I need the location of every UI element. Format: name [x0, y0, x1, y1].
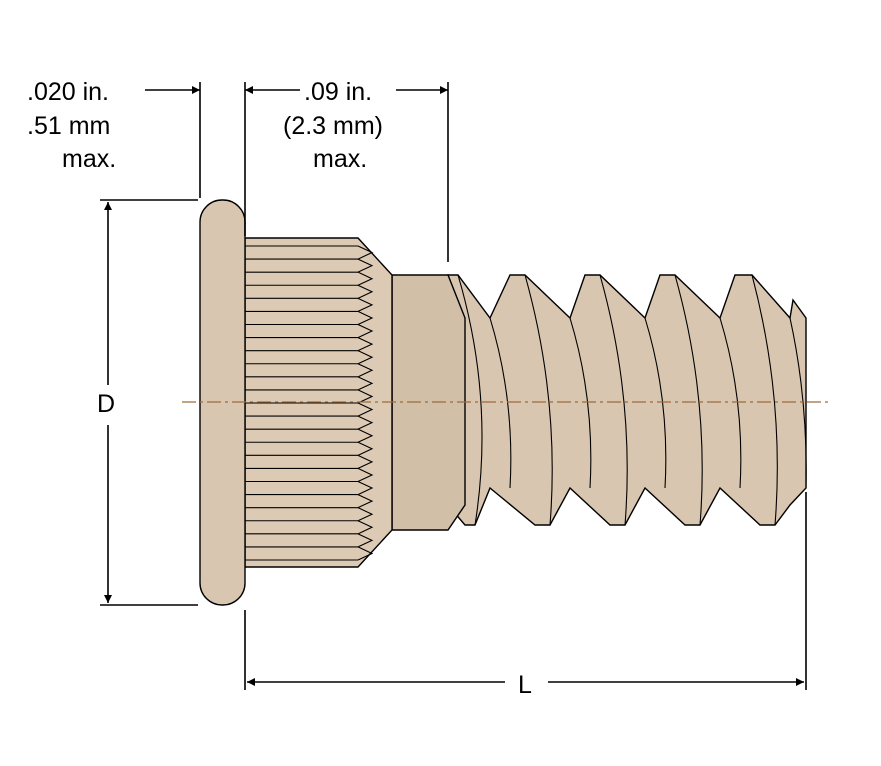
knurl-teeth: [245, 245, 374, 561]
knurl-tooth-tip: [357, 481, 374, 496]
knurl-tooth-tip: [357, 467, 374, 482]
knurl-tooth-tip: [357, 428, 374, 443]
head-thickness-imperial: .020 in.: [27, 78, 109, 106]
knurl-tooth-tip: [357, 363, 374, 378]
knurl-tooth-tip: [357, 507, 374, 522]
length-label: L: [518, 671, 532, 699]
knurl-tooth-tip: [357, 441, 374, 456]
knurl-tooth-tip: [357, 271, 374, 286]
knurl-tooth-tip: [357, 297, 374, 312]
knurl-tooth-tip: [357, 520, 374, 535]
diameter-dimension: D: [97, 202, 115, 603]
extension-lines: [100, 82, 807, 690]
knurl-tooth-tip: [357, 284, 374, 299]
knurl-tooth-tip: [357, 258, 374, 273]
knurl-tooth-tip: [357, 310, 374, 325]
knurl-tooth-tip: [357, 402, 374, 417]
shank-length-metric: (2.3 mm): [283, 112, 383, 140]
knurl-tooth-tip: [357, 337, 374, 352]
head-thickness-metric: .51 mm: [27, 112, 110, 140]
knurl-tooth-tip: [357, 546, 374, 561]
knurl-tooth-tip: [357, 324, 374, 339]
knurl-tooth-tip: [357, 454, 374, 469]
head-thickness-qualifier: max.: [62, 145, 116, 173]
diameter-label: D: [97, 390, 115, 418]
knurl-tooth-tip: [357, 389, 374, 404]
knurl-tooth-tip: [357, 376, 374, 391]
shank-length-imperial: .09 in.: [304, 78, 372, 106]
length-dimension: L: [247, 671, 804, 699]
shank-length-qualifier: max.: [313, 145, 367, 173]
knurl-tooth-tip: [357, 245, 374, 260]
head-thickness-dimension: .020 in. .51 mm max.: [27, 78, 200, 173]
shank-length-dimension: .09 in. (2.3 mm) max.: [245, 78, 448, 173]
knurl-tooth-tip: [357, 533, 374, 548]
knurl-tooth-tip: [357, 494, 374, 509]
knurl-tooth-tip: [357, 415, 374, 430]
knurl-tooth-tip: [357, 350, 374, 365]
